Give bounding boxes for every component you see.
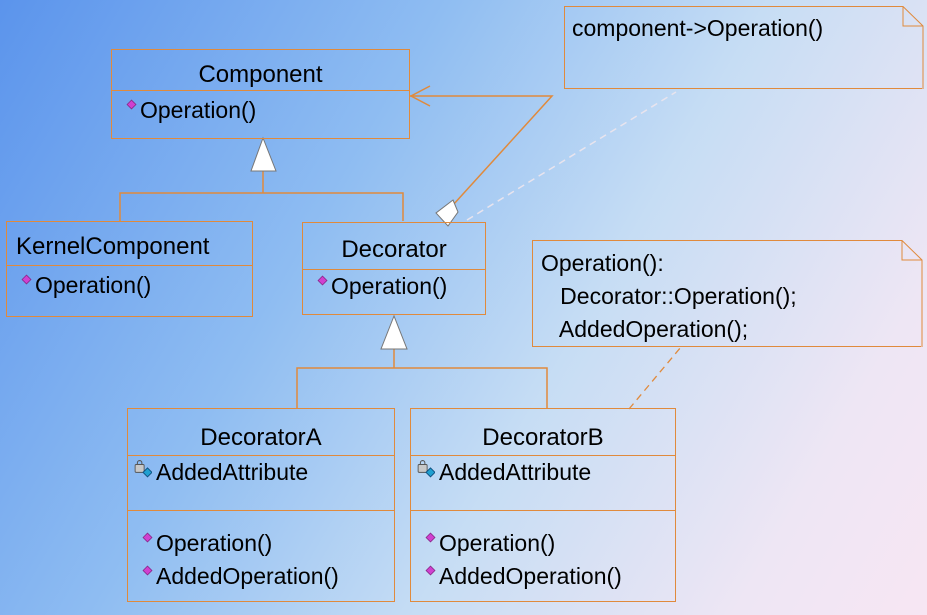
note-line: Decorator::Operation(); xyxy=(541,283,797,309)
note-anchor-component xyxy=(466,91,677,221)
operation-label: Operation() xyxy=(140,97,257,123)
note-fold xyxy=(532,240,923,347)
class-name: DecoratorB xyxy=(482,424,604,451)
note-anchor-operation xyxy=(628,346,682,410)
operation-label: Operation() xyxy=(35,272,152,298)
attribute-label: AddedAttribute xyxy=(439,459,592,485)
operation-row: Operation() xyxy=(7,269,252,302)
generalization-arrow-decorator xyxy=(380,314,408,350)
class-decorator-b[interactable]: DecoratorB AddedAttribute Operation() Ad… xyxy=(410,408,676,602)
operation-row: AddedOperation() xyxy=(411,560,675,593)
operation-row: Operation() xyxy=(303,270,485,303)
attribute-row: AddedAttribute xyxy=(128,456,394,489)
attribute-row: AddedAttribute xyxy=(411,456,675,489)
note-line: component->Operation() xyxy=(572,15,824,41)
generalization-line-decorator xyxy=(296,367,548,409)
attribute-icon xyxy=(417,460,435,478)
class-name: Component xyxy=(198,61,323,88)
operation-icon xyxy=(317,275,328,286)
class-decorator-a[interactable]: DecoratorA AddedAttribute Operation() Ad… xyxy=(127,408,395,602)
operation-icon xyxy=(142,565,153,576)
operation-row: Operation() xyxy=(128,527,394,560)
attribute-icon xyxy=(134,460,152,478)
operation-row: Operation() xyxy=(112,94,409,127)
note-line: AddedOperation(); xyxy=(541,316,749,342)
operation-icon xyxy=(21,274,32,285)
operation-label: AddedOperation() xyxy=(439,563,622,589)
class-name: KernelComponent xyxy=(16,233,210,260)
aggregation-arrowhead xyxy=(409,85,431,107)
aggregation-diamond xyxy=(435,199,459,227)
operation-icon xyxy=(425,532,436,543)
class-component[interactable]: Component Operation() xyxy=(111,49,410,139)
class-decorator[interactable]: Decorator Operation() xyxy=(302,222,486,315)
operation-label: Operation() xyxy=(331,273,448,299)
generalization-line-component xyxy=(119,192,404,221)
operation-label: Operation() xyxy=(439,530,556,556)
class-kernel-component[interactable]: KernelComponent Operation() xyxy=(6,221,253,317)
generalization-arrow-component xyxy=(250,136,277,172)
class-name: Decorator xyxy=(341,236,447,263)
aggregation-line xyxy=(410,95,554,206)
note-line: Operation(): xyxy=(541,250,664,276)
attribute-label: AddedAttribute xyxy=(156,459,309,485)
operation-label: AddedOperation() xyxy=(156,563,339,589)
note-decorator-operation[interactable]: Operation(): Decorator::Operation(); Add… xyxy=(532,240,923,347)
note-component-operation[interactable]: component->Operation() xyxy=(564,6,924,89)
operation-icon xyxy=(425,565,436,576)
operation-icon xyxy=(126,99,137,110)
note-fold xyxy=(564,6,924,89)
class-name: DecoratorA xyxy=(200,424,322,451)
operation-row: Operation() xyxy=(411,527,675,560)
operation-row: AddedOperation() xyxy=(128,560,394,593)
operation-label: Operation() xyxy=(156,530,273,556)
operation-icon xyxy=(142,532,153,543)
